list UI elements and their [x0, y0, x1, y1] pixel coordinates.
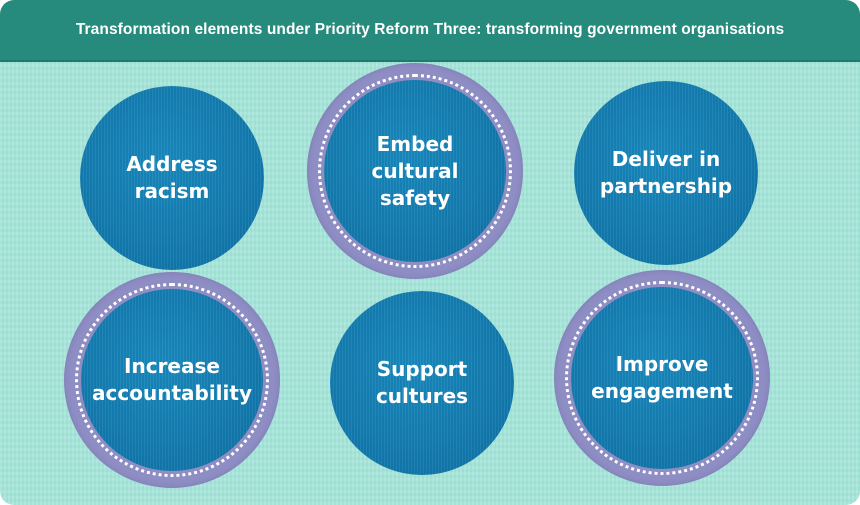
dotted-border — [318, 74, 512, 268]
element-label: Deliver in partnership — [599, 147, 733, 198]
element-address-racism: Address racism — [80, 86, 264, 270]
header-banner: Transformation elements under Priority R… — [0, 0, 860, 62]
element-embed-cultural-safety: Embed cultural safety — [324, 80, 506, 262]
dotted-border — [75, 283, 269, 477]
element-increase-accountability: Increase accountability — [81, 289, 263, 471]
element-label: Embed cultural safety — [371, 131, 459, 210]
element-label: Address racism — [126, 152, 218, 203]
element-label: Improve engagement — [591, 352, 733, 403]
diagram-title: Transformation elements under Priority R… — [75, 21, 785, 38]
element-support-cultures: Support cultures — [330, 291, 514, 475]
element-label: Support cultures — [375, 357, 469, 408]
element-improve-engagement: Improve engagement — [571, 287, 753, 469]
dotted-border — [565, 281, 759, 475]
element-deliver-in-partnership: Deliver in partnership — [574, 81, 758, 265]
element-label: Increase accountability — [92, 354, 252, 405]
